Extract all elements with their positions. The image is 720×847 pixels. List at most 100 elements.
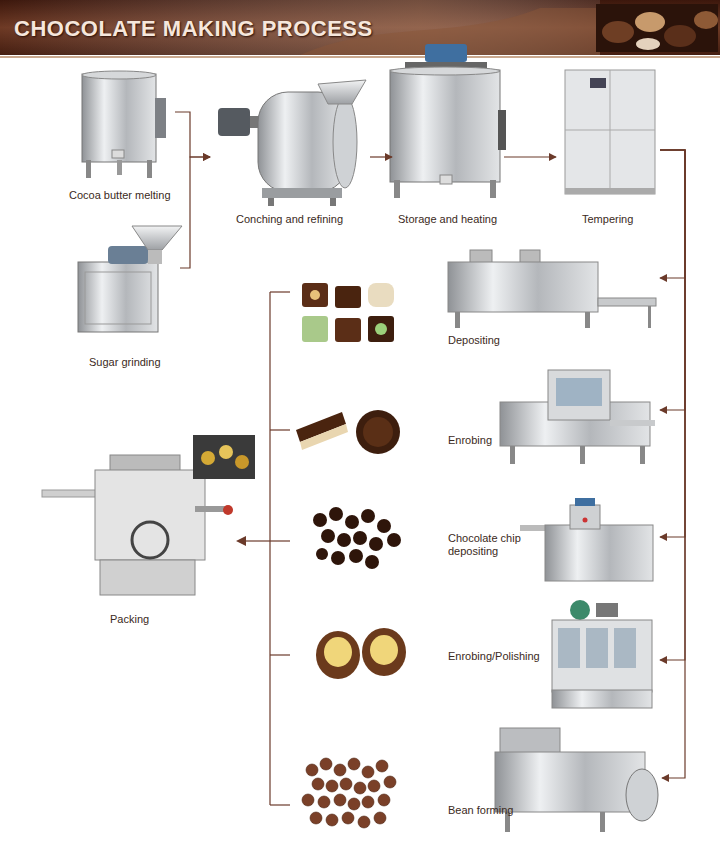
title: CHOCOLATE MAKING PROCESS [14,16,373,42]
egg-filling [324,637,352,667]
indicator [583,518,588,523]
header-photo [596,4,718,52]
polisher-motor [570,600,590,620]
praline [368,316,394,342]
bracket-line [269,292,270,805]
red-knob [223,505,233,515]
chocolate-bean [334,764,346,776]
machine-caption: Enrobing [448,434,492,447]
feed-arm [195,506,228,512]
chocolate-bean [342,812,354,824]
machine-leg [585,312,590,328]
machine-caption: Storage and heating [398,213,497,226]
conveyor [598,298,656,306]
machine-node: Sugar grinding [70,222,180,372]
hood-window [556,378,602,406]
conche-leg [268,198,274,206]
chocolate-chip [377,519,391,533]
chocolate-cookie [356,410,400,454]
hopper-neck [148,250,162,264]
machine-node: Tempering [556,65,660,230]
chocolate-chip [361,509,375,523]
tank-leg [147,160,152,178]
chocolate-chip [345,515,359,529]
chocolate-bean [312,778,324,790]
storage-tank [390,70,500,182]
machine-caption: Sugar grinding [89,356,161,369]
chocolate-bean [310,812,322,824]
enrober-hood [548,370,610,420]
tank-leg [86,160,91,178]
gold-wrapped-chocolate [219,445,233,459]
machine-caption: Bean forming [448,804,513,817]
chocolate-bean [358,816,370,828]
chocolate-bean [362,796,374,808]
machine-caption: Depositing [448,334,500,347]
machine-caption: Packing [110,613,149,626]
stirrer-motor [425,44,467,62]
chocolate-chip [353,531,367,545]
chocolate-chip [387,533,401,547]
melting-tank [82,74,156,162]
cabinet-window [614,628,636,668]
machine-caption: Enrobing/Polishing [448,650,540,663]
praline [335,286,361,308]
chocolate-bean [326,814,338,826]
chocolate-bean [348,798,360,810]
praline-filling [375,323,387,335]
control-panel [498,110,506,150]
bracket-tick [270,654,290,655]
machine-leg [510,446,515,464]
depositor-head [570,505,600,529]
flow-arrow [180,157,210,268]
header-rule [0,56,720,58]
machine-leg [455,312,460,328]
machine-leg [580,446,585,464]
chocolate-bean [318,796,330,808]
machine-node: Storage and heating [392,40,504,230]
outlet [112,150,124,158]
chocolate-piece [635,12,665,32]
praline [302,283,328,307]
gold-wrapped-chocolate [201,451,215,465]
flow-arrow [370,156,392,157]
flow-arrow [660,150,685,537]
flow-arrow [175,112,210,157]
tank-leg [394,180,400,198]
grinder-hopper [132,226,182,250]
machine-node: Packing [30,432,230,632]
machine-leg [640,446,645,464]
inset-photo [193,435,255,479]
control-screen [590,78,606,88]
control-box [155,98,166,138]
packing-machine [95,470,205,560]
machine-node: Cocoa butter melting [65,65,175,205]
tank-leg [490,180,496,198]
egg-filling [370,635,398,665]
chocolate-bean [368,780,380,792]
panel-line [565,130,655,131]
chocolate-piece [602,21,634,43]
conveyor [610,420,655,426]
machine-leg [648,306,651,328]
chocolate-chip [365,555,379,569]
wafer-bar [300,424,348,450]
cabinet-base [552,690,652,708]
chocolate-egg-half [362,628,406,676]
packing-table [42,490,102,497]
gold-wrapped-chocolate [235,455,249,469]
grinder-motor [108,246,148,264]
praline [335,318,361,342]
chocolate-bean [376,760,388,772]
forming-unit [500,728,560,754]
product-bracket [245,292,290,805]
conche-motor [218,108,250,136]
chocolate-bean [320,758,332,770]
bracket-tick [270,804,290,805]
chocolate-bean [326,780,338,792]
bean-former-body [495,752,645,812]
chocolate-bean [348,758,360,770]
cabinet-base [565,188,655,194]
flow-arrow [660,150,685,410]
chocolate-chip [369,537,383,551]
